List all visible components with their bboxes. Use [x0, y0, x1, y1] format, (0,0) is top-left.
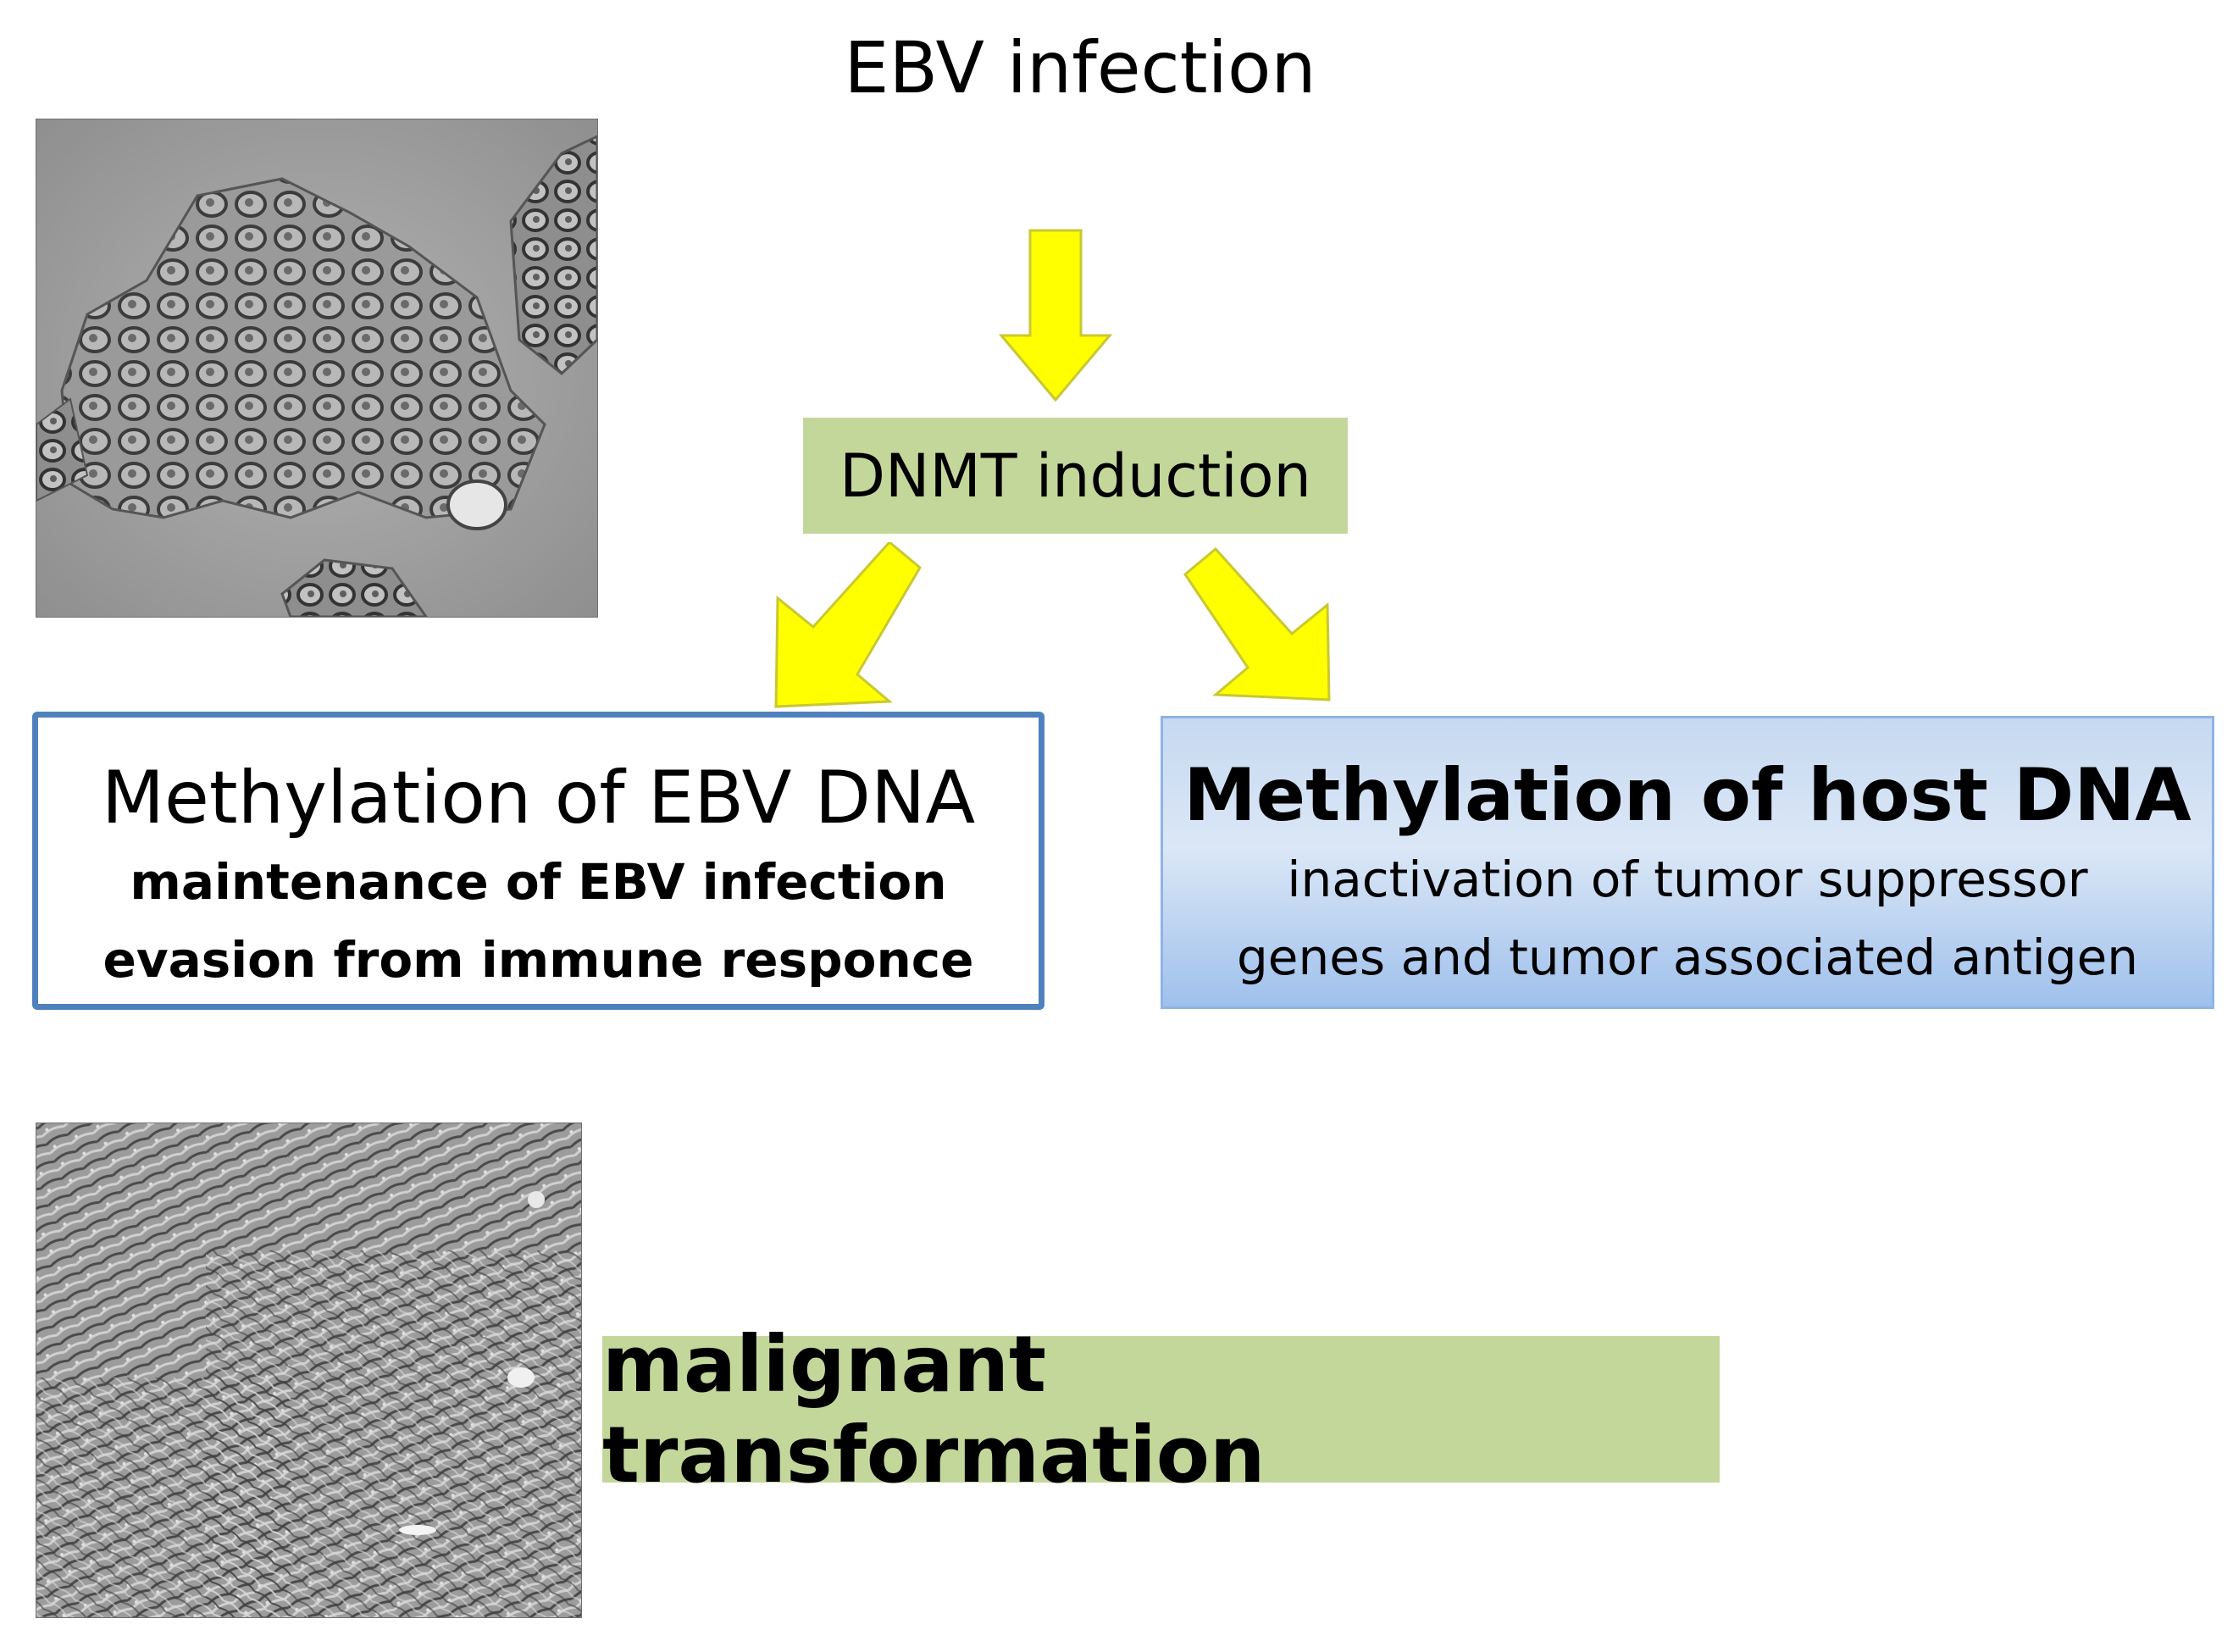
dnmt-induction-label: DNMT induction	[839, 441, 1311, 511]
diagram-title: EBV infection	[844, 26, 1316, 109]
ebv-methylation-line: evasion from immune responce	[103, 931, 974, 989]
micrograph-transformed-cells	[36, 1123, 582, 1618]
cell-cluster-image	[36, 119, 597, 617]
dnmt-induction-box: DNMT induction	[803, 418, 1348, 534]
malignant-transformation-label: malignant transformation	[602, 1318, 1266, 1500]
ebv-dna-methylation-box: Methylation of EBV DNA maintenance of EB…	[32, 712, 1044, 1010]
arrow-down-left-icon	[774, 542, 922, 708]
arrow-down-icon	[998, 229, 1113, 402]
ebv-methylation-title: Methylation of EBV DNA	[101, 756, 976, 840]
host-methylation-title: Methylation of host DNA	[1183, 753, 2191, 838]
ebv-methylation-line: maintenance of EBV infection	[130, 853, 947, 911]
transformed-cells-image	[36, 1123, 581, 1617]
micrograph-cell-cluster	[36, 119, 598, 618]
malignant-transformation-box: malignant transformation	[602, 1319, 1720, 1500]
host-methylation-line: inactivation of tumor suppressor	[1287, 851, 2088, 908]
host-dna-methylation-box: Methylation of host DNA inactivation of …	[1161, 716, 2214, 1009]
arrow-down-right-icon	[1183, 546, 1331, 701]
host-methylation-line: genes and tumor associated antigen	[1236, 929, 2139, 986]
